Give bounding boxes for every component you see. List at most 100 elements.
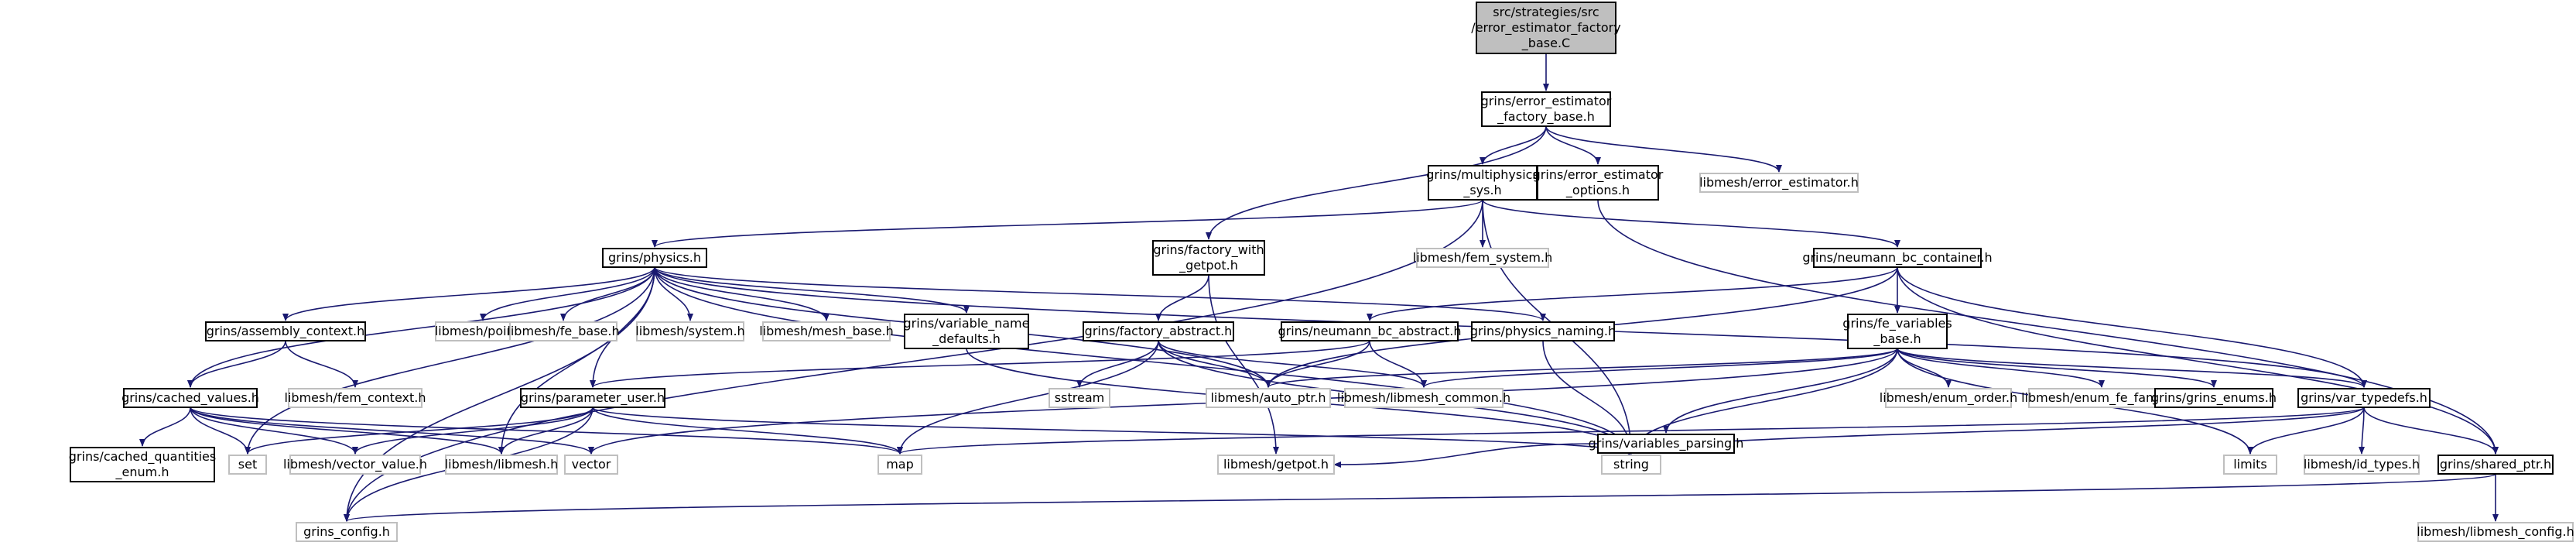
node-label: grins/multiphysics [1426, 167, 1539, 182]
edge-path [1597, 199, 2499, 455]
edge-vty-to-lidt [2359, 407, 2366, 455]
edge-path [480, 266, 655, 321]
edge-path [190, 407, 358, 455]
node-eefb[interactable]: grins/error_estimator_factory_base.h [1481, 91, 1612, 127]
node-map: map [877, 455, 922, 475]
node-box [762, 321, 891, 341]
node-box [1281, 321, 1459, 341]
node-shp[interactable]: grins/shared_ptr.h [2437, 455, 2554, 475]
edge-path [654, 266, 1634, 455]
node-box [2297, 388, 2431, 408]
node-label: grins_config.h [303, 524, 390, 540]
node-label: _defaults.h [932, 331, 1001, 347]
node-box [445, 455, 558, 475]
node-label: grins/physics_naming.h [1470, 324, 1616, 339]
edge-cval-to-llm [190, 407, 505, 455]
edge-fvb-to-laut [1265, 348, 1898, 388]
edge-eefb-to-lee [1545, 125, 1782, 173]
node-lcfg: libmesh/libmesh_config.h [2417, 522, 2574, 542]
edge-path [282, 266, 655, 321]
edge-phys-to-lpt [480, 266, 655, 321]
node-box [1344, 388, 1504, 408]
edge-nbcc-to-vty [1897, 266, 2367, 388]
edge-path [897, 407, 2365, 455]
node-vty[interactable]: grins/var_typedefs.h [2297, 388, 2431, 408]
node-lsys: libmesh/system.h [635, 321, 745, 341]
edge-path [654, 266, 970, 314]
node-lfc: libmesh/fem_context.h [285, 388, 426, 408]
edge-path [139, 407, 191, 447]
node-lvv: libmesh/vector_value.h [283, 455, 427, 475]
edge-path [1076, 340, 1159, 388]
node-vpar[interactable]: grins/variables_parsing.h [1589, 434, 1744, 454]
node-label: map [886, 457, 914, 472]
node-label: grins/physics.h [608, 250, 701, 265]
node-label: libmesh/libmesh_common.h [1337, 390, 1510, 406]
node-nbca[interactable]: grins/neumann_bc_abstract.h [1278, 321, 1462, 341]
node-box [289, 455, 421, 475]
node-label: _sys.h [1462, 183, 1501, 198]
node-label: grins/shared_ptr.h [2440, 457, 2551, 472]
edge-shp-to-gcfg [344, 473, 2496, 522]
edge-path [1897, 348, 2105, 388]
node-nbcc[interactable]: grins/neumann_bc_container.h [1802, 248, 1993, 268]
edge-nbcc-to-shp [1897, 266, 2499, 455]
edge-fabs-to-map [897, 340, 1159, 455]
node-fvb[interactable]: grins/fe_variables_base.h [1842, 314, 1952, 349]
edge-cval-to-map [190, 407, 903, 455]
node-fwg[interactable]: grins/factory_with_getpot.h [1152, 240, 1265, 276]
edge-msys-to-nbcc [1482, 199, 1900, 248]
node-box [2437, 455, 2554, 475]
node-puser[interactable]: grins/parameter_user.h [520, 388, 665, 408]
node-label: grins/grins_enums.h [2151, 390, 2277, 406]
node-box [877, 455, 922, 475]
node-label: grins/variables_parsing.h [1589, 436, 1744, 451]
node-label: vector [572, 457, 611, 472]
node-label: grins/cached_values.h [121, 390, 259, 406]
edge-cval-to-lvv [190, 407, 358, 455]
node-sstr: sstream [1049, 388, 1110, 408]
node-lcom: libmesh/libmesh_common.h [1337, 388, 1510, 408]
node-fabs[interactable]: grins/factory_abstract.h [1083, 321, 1234, 341]
node-box [1217, 455, 1335, 475]
node-eeo[interactable]: grins/error_estimator_options.h [1533, 165, 1664, 201]
edge-phys-to-str [654, 266, 1634, 455]
edge-path [190, 407, 505, 455]
node-label: libmesh/libmesh_config.h [2417, 524, 2574, 540]
node-label: string [1613, 457, 1649, 472]
node-vnd[interactable]: grins/variable_name_defaults.h [904, 314, 1030, 349]
edge-path [1155, 274, 1209, 321]
node-box [1083, 321, 1234, 341]
node-box [509, 321, 617, 341]
node-cval[interactable]: grins/cached_values.h [121, 388, 259, 408]
node-phys[interactable]: grins/physics.h [602, 248, 707, 268]
edge-phys-to-cval [187, 266, 655, 388]
node-lee: libmesh/error_estimator.h [1699, 173, 1859, 193]
node-msys[interactable]: grins/multiphysics_sys.h [1426, 165, 1539, 201]
node-box [70, 447, 215, 482]
node-label: grins/assembly_context.h [207, 324, 365, 339]
node-lfs: libmesh/fem_system.h [1413, 248, 1552, 268]
node-pnam[interactable]: grins/physics_naming.h [1470, 321, 1616, 341]
edge-path [1897, 266, 2367, 388]
node-label: libmesh/libmesh.h [445, 457, 559, 472]
edge-cval-to-cqe [139, 407, 191, 447]
edge-phys-to-lmb [654, 266, 830, 321]
node-label: sstream [1055, 390, 1104, 405]
edge-path [1208, 274, 1279, 455]
node-label: grins/parameter_user.h [521, 390, 665, 406]
node-label: libmesh/vector_value.h [283, 457, 427, 472]
node-box [1481, 91, 1611, 127]
node-box [2304, 455, 2420, 475]
node-label: libmesh/getpot.h [1223, 457, 1329, 472]
node-actx[interactable]: grins/assembly_context.h [205, 321, 366, 341]
edge-eeo-to-shp [1597, 199, 2499, 455]
node-genu[interactable]: grins/grins_enums.h [2151, 388, 2277, 408]
node-label: _enum.h [115, 465, 169, 480]
node-box [1813, 248, 1982, 268]
node-label: libmesh/fe_base.h [507, 324, 619, 339]
edge-msys-to-phys [652, 199, 1483, 248]
node-box [564, 455, 618, 475]
edge-path [245, 407, 594, 455]
node-cqe[interactable]: grins/cached_quantities_enum.h [69, 447, 216, 482]
